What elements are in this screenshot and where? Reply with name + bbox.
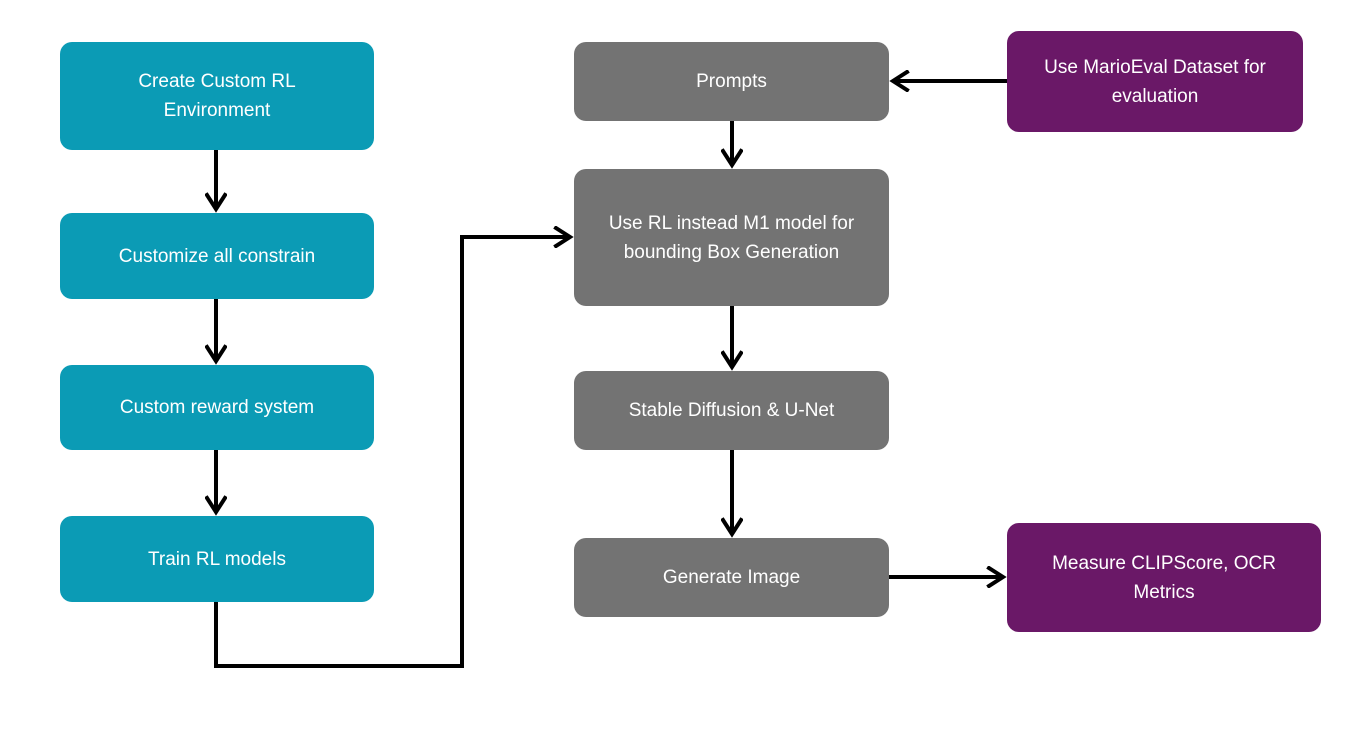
node-label: Generate Image bbox=[662, 567, 801, 588]
node-label: Create Custom RL Environment bbox=[138, 71, 296, 121]
node-measure-metrics: Measure CLIPScore, OCR Metrics bbox=[1007, 523, 1321, 632]
node-create-custom-rl-environment: Create Custom RL Environment bbox=[60, 42, 374, 150]
node-customize-all-constrain: Customize all constrain bbox=[60, 213, 374, 299]
node-generate-image: Generate Image bbox=[574, 538, 889, 617]
node-label: Prompts bbox=[696, 71, 767, 92]
node-label: Custom reward system bbox=[119, 397, 315, 418]
arrow-train-to-rl-bounding-box bbox=[214, 237, 570, 668]
node-label: Customize all constrain bbox=[118, 245, 316, 267]
node-label: Measure CLIPScore, OCR Metrics bbox=[1052, 552, 1276, 603]
node-label: Use MarioEval Dataset for evaluation bbox=[1044, 56, 1266, 107]
node-stable-diffusion-unet: Stable Diffusion & U-Net bbox=[574, 371, 889, 450]
node-prompts: Prompts bbox=[574, 42, 889, 121]
node-custom-reward-system: Custom reward system bbox=[60, 365, 374, 450]
node-rl-bounding-box-generation: Use RL instead M1 model for bounding Box… bbox=[574, 169, 889, 306]
node-marioeval-dataset: Use MarioEval Dataset for evaluation bbox=[1007, 31, 1303, 132]
node-train-rl-models: Train RL models bbox=[60, 516, 374, 602]
node-label: Stable Diffusion & U-Net bbox=[628, 400, 835, 421]
node-label: Use RL instead M1 model for bounding Box… bbox=[608, 212, 855, 263]
node-label: Train RL models bbox=[148, 548, 286, 570]
